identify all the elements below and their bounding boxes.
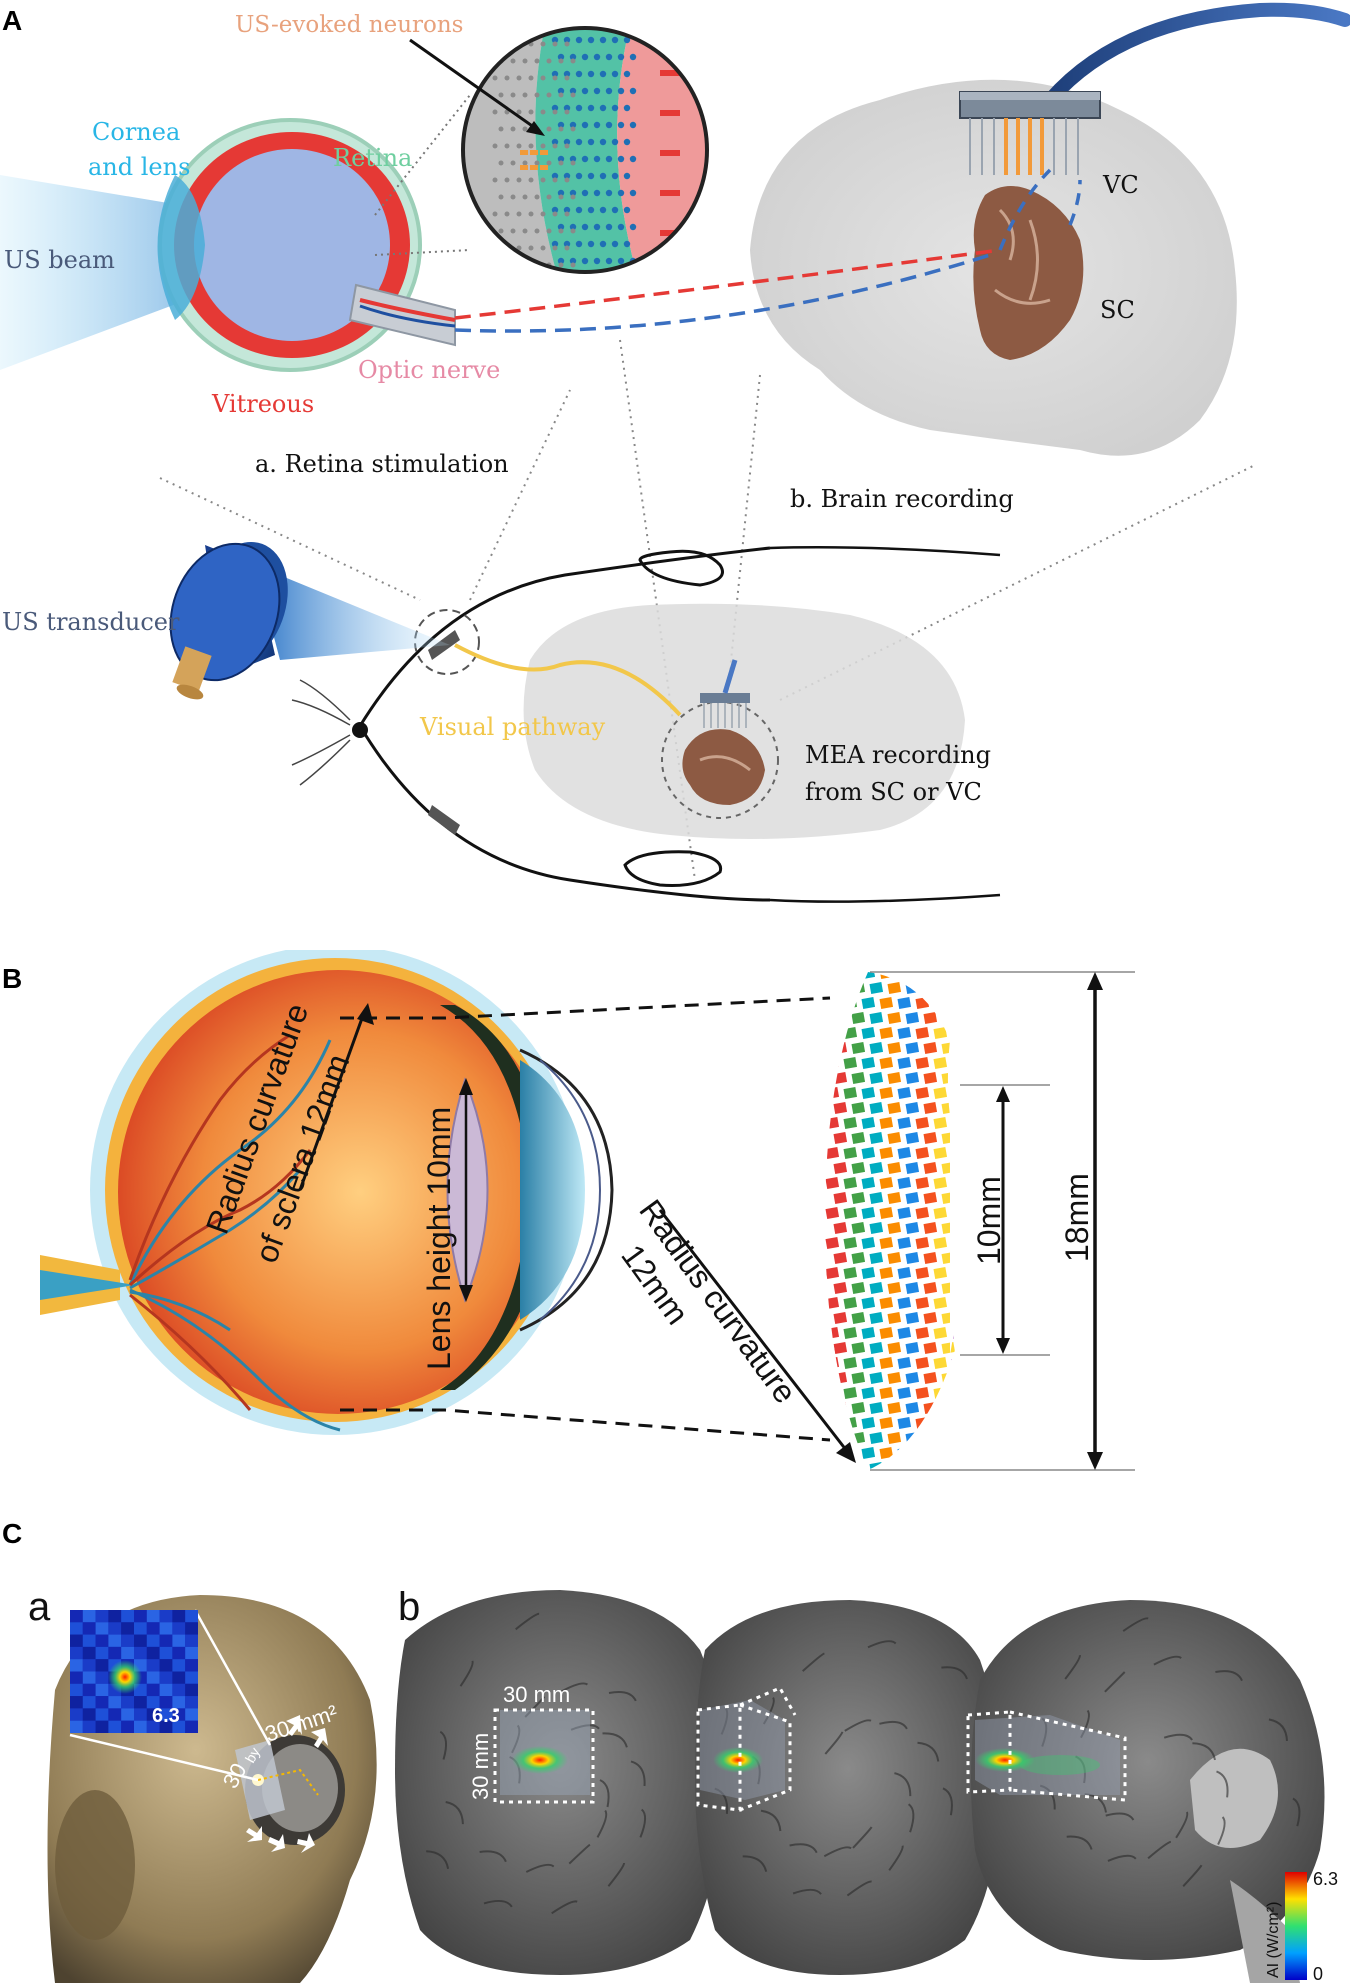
radius-curvature-arrow [658, 1209, 852, 1456]
label-dim-18mm: 18mm [1059, 1173, 1095, 1262]
colorbar [1285, 1872, 1307, 1980]
inset-connector-low [69, 1733, 259, 1782]
label-vc: VC [1102, 171, 1139, 199]
label-and-lens: and lens [88, 153, 190, 181]
label-us-beam: US beam [4, 246, 115, 274]
label-us-transducer: US transducer [2, 608, 180, 636]
brain-mri-1 [395, 1590, 726, 1975]
inset-connector-high [193, 1609, 272, 1746]
recording-cable [1043, 2, 1350, 107]
label-dim-10mm: 10mm [971, 1176, 1007, 1265]
label-visual-pathway: Visual pathway [419, 713, 606, 741]
colorbar-min: 0 [1313, 1964, 1323, 1983]
panel-b: B [0, 950, 1350, 1505]
mouse-head [358, 546, 1001, 903]
width-label: 30 mm [503, 1682, 570, 1707]
label-from-sc-or-vc: from SC or VC [805, 778, 982, 806]
label-retina-stimulation: a. Retina stimulation [255, 450, 509, 478]
inset-value: 6.3 [152, 1705, 180, 1727]
label-brain-recording: b. Brain recording [790, 485, 1014, 513]
visual-pathway [454, 643, 682, 717]
panel-c-illustration: C a b 6.3 30 by 30 mm² [2, 1518, 1338, 1983]
label-mea-recording: MEA recording [805, 741, 991, 769]
panel-c-sub-b: b [398, 1585, 420, 1629]
eye-cross-section [40, 950, 614, 1435]
electrode-array-lens [825, 972, 963, 1470]
panel-c: C a b 6.3 30 by 30 mm² [0, 1505, 1350, 1983]
label-retina: Retina [333, 144, 412, 172]
head-ct-render [47, 1595, 377, 1983]
brain-small [523, 603, 965, 839]
mouse-eye-bottom [428, 805, 460, 835]
label-cornea: Cornea [92, 118, 180, 146]
sclera-radius-arrow [298, 1009, 367, 1191]
colorbar-label: AI (W/cm²) [1265, 1902, 1282, 1978]
mea-electrode-array [959, 91, 1101, 175]
brain-mri-sagittal [971, 1600, 1325, 1983]
brain-large [750, 79, 1237, 456]
panel-c-letter: C [2, 1518, 22, 1549]
white-arrows [246, 1715, 328, 1853]
us-transducer [169, 542, 450, 700]
panel-a: A [0, 0, 1350, 950]
extension-line-top [340, 996, 831, 1020]
colorbar-max: 6.3 [1313, 1869, 1338, 1889]
brain-sulci [426, 1612, 1301, 1915]
panel-b-letter: B [2, 963, 22, 994]
label-lens-height: Lens height 10mm [421, 1107, 457, 1370]
heat-spots [500, 1700, 1120, 1800]
height-label: 30 mm [468, 1733, 493, 1800]
pathway-red [454, 248, 1001, 320]
retina-zoom-circle [461, 26, 709, 274]
dimension-guides [870, 971, 1135, 1471]
panel-c-sub-a: a [28, 1585, 51, 1629]
panel-a-letter: A [2, 5, 22, 36]
area-label-by: by [242, 1745, 263, 1766]
extension-line-bottom [340, 1408, 831, 1442]
label-optic-nerve: Optic nerve [358, 356, 500, 384]
intensity-inset-map [70, 1610, 198, 1733]
label-us-evoked-neurons: US-evoked neurons [235, 12, 463, 38]
eye-diagram [157, 118, 456, 372]
brain-mri-2 [695, 1600, 1001, 1975]
label-vitreous: Vitreous [211, 390, 314, 418]
mouse-nose [352, 722, 368, 738]
panel-b-illustration: B [2, 950, 1135, 1471]
connector-lines [159, 339, 1256, 881]
pathway-blue [454, 253, 991, 333]
target-region-boxes [493, 1686, 1127, 1812]
panel-a-illustration: A [0, 2, 1350, 903]
whiskers [291, 679, 351, 786]
eye-target-circle [414, 609, 480, 675]
label-sc: SC [1100, 296, 1135, 324]
